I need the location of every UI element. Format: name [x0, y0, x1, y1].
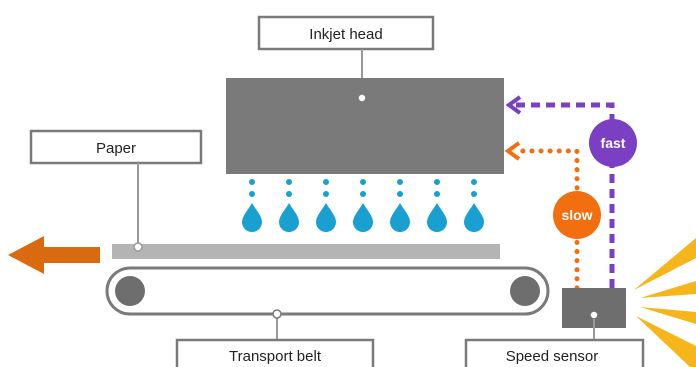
ink-drop-icon: [427, 179, 447, 232]
transport-belt: [105, 266, 550, 316]
fast-signal-line: [515, 102, 615, 288]
ink-drops: [242, 179, 484, 232]
inkjet-head-label-box: Inkjet head: [257, 15, 435, 51]
ink-drop-icon: [464, 179, 484, 232]
ink-drop-icon: [242, 179, 262, 232]
slow-badge-text: slow: [561, 207, 592, 223]
ink-drop-icon: [316, 179, 336, 232]
paper-label: Paper: [96, 140, 136, 157]
slow-signal-line: [511, 148, 580, 291]
paper-sheet: [112, 244, 500, 259]
ink-drop-icon: [353, 179, 373, 232]
belt-roller-right: [510, 276, 540, 306]
transport-belt-label-box: Transport belt: [175, 338, 375, 367]
inkjet-head-label: Inkjet head: [309, 26, 382, 43]
transport-belt-label: Transport belt: [229, 348, 322, 365]
emission-rays-icon: [634, 238, 696, 367]
speed-sensor-label-box: Speed sensor: [464, 338, 645, 367]
speed-sensor-anchor: [589, 310, 599, 320]
speed-sensor-label: Speed sensor: [506, 348, 599, 365]
ink-drop-icon: [390, 179, 410, 232]
paper-label-box: Paper: [29, 129, 203, 165]
ink-drop-icon: [279, 179, 299, 232]
fast-badge: fast: [589, 119, 637, 167]
transport-belt-anchor: [272, 309, 282, 319]
inkjet-head: [226, 78, 504, 174]
arrow-left-icon: [8, 236, 100, 274]
fast-badge-text: fast: [601, 135, 626, 151]
inkjet-head-anchor: [357, 93, 367, 103]
slow-badge: slow: [553, 191, 601, 239]
paper-anchor: [133, 242, 143, 252]
slow-arrowhead-icon: [504, 141, 521, 161]
belt-roller-left: [115, 276, 145, 306]
fast-arrowhead-icon: [505, 95, 522, 115]
